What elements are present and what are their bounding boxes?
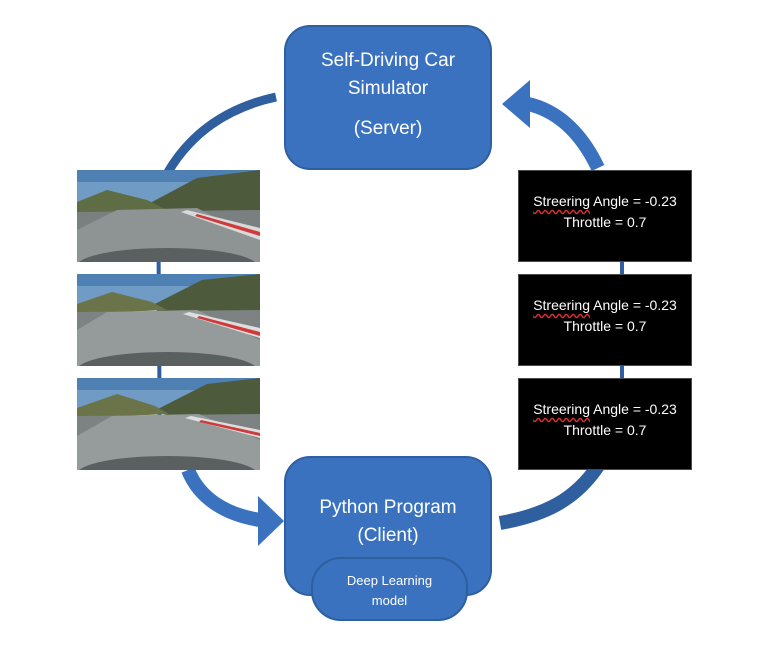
steering-word: Streering — [533, 193, 590, 209]
arc-commands-to-server — [526, 97, 605, 172]
arrowhead-to-server — [502, 80, 530, 128]
server-role-label: (Server) — [353, 118, 423, 139]
steering-angle-text: Streering Angle = -0.23 — [519, 191, 691, 212]
throttle-text: Throttle = 0.7 — [563, 318, 647, 334]
model-label-line1: Deep Learning — [346, 573, 433, 588]
server-title-line1: Self-Driving Car — [320, 50, 456, 71]
arc-client-to-commands — [498, 461, 604, 530]
arrowhead-to-client — [258, 496, 284, 546]
deep-learning-model-box: Deep Learning model — [311, 557, 468, 621]
road-camera-image-2 — [77, 274, 260, 366]
steering-value: Angle = -0.23 — [590, 401, 677, 417]
road-camera-image-1 — [77, 170, 260, 262]
client-title-line1: Python Program — [319, 497, 457, 518]
steering-angle-text: Streering Angle = -0.23 — [519, 399, 691, 420]
road-camera-image-3 — [77, 378, 260, 470]
steering-command-box-1: Streering Angle = -0.23 Throttle = 0.7 — [518, 170, 692, 262]
steering-value: Angle = -0.23 — [590, 297, 677, 313]
client-role-label: (Client) — [357, 525, 419, 546]
steering-word: Streering — [533, 297, 590, 313]
model-label-line2: model — [371, 593, 408, 608]
arc-images-to-client — [181, 467, 262, 527]
throttle-text: Throttle = 0.7 — [563, 214, 647, 230]
steering-word: Streering — [533, 401, 590, 417]
steering-command-box-2: Streering Angle = -0.23 Throttle = 0.7 — [518, 274, 692, 366]
arc-server-to-images — [164, 92, 277, 175]
steering-command-box-3: Streering Angle = -0.23 Throttle = 0.7 — [518, 378, 692, 470]
server-title-line2: Simulator — [347, 78, 429, 99]
steering-value: Angle = -0.23 — [590, 193, 677, 209]
steering-angle-text: Streering Angle = -0.23 — [519, 295, 691, 316]
simulator-server-box: Self-Driving Car Simulator (Server) — [284, 25, 492, 170]
throttle-text: Throttle = 0.7 — [563, 422, 647, 438]
